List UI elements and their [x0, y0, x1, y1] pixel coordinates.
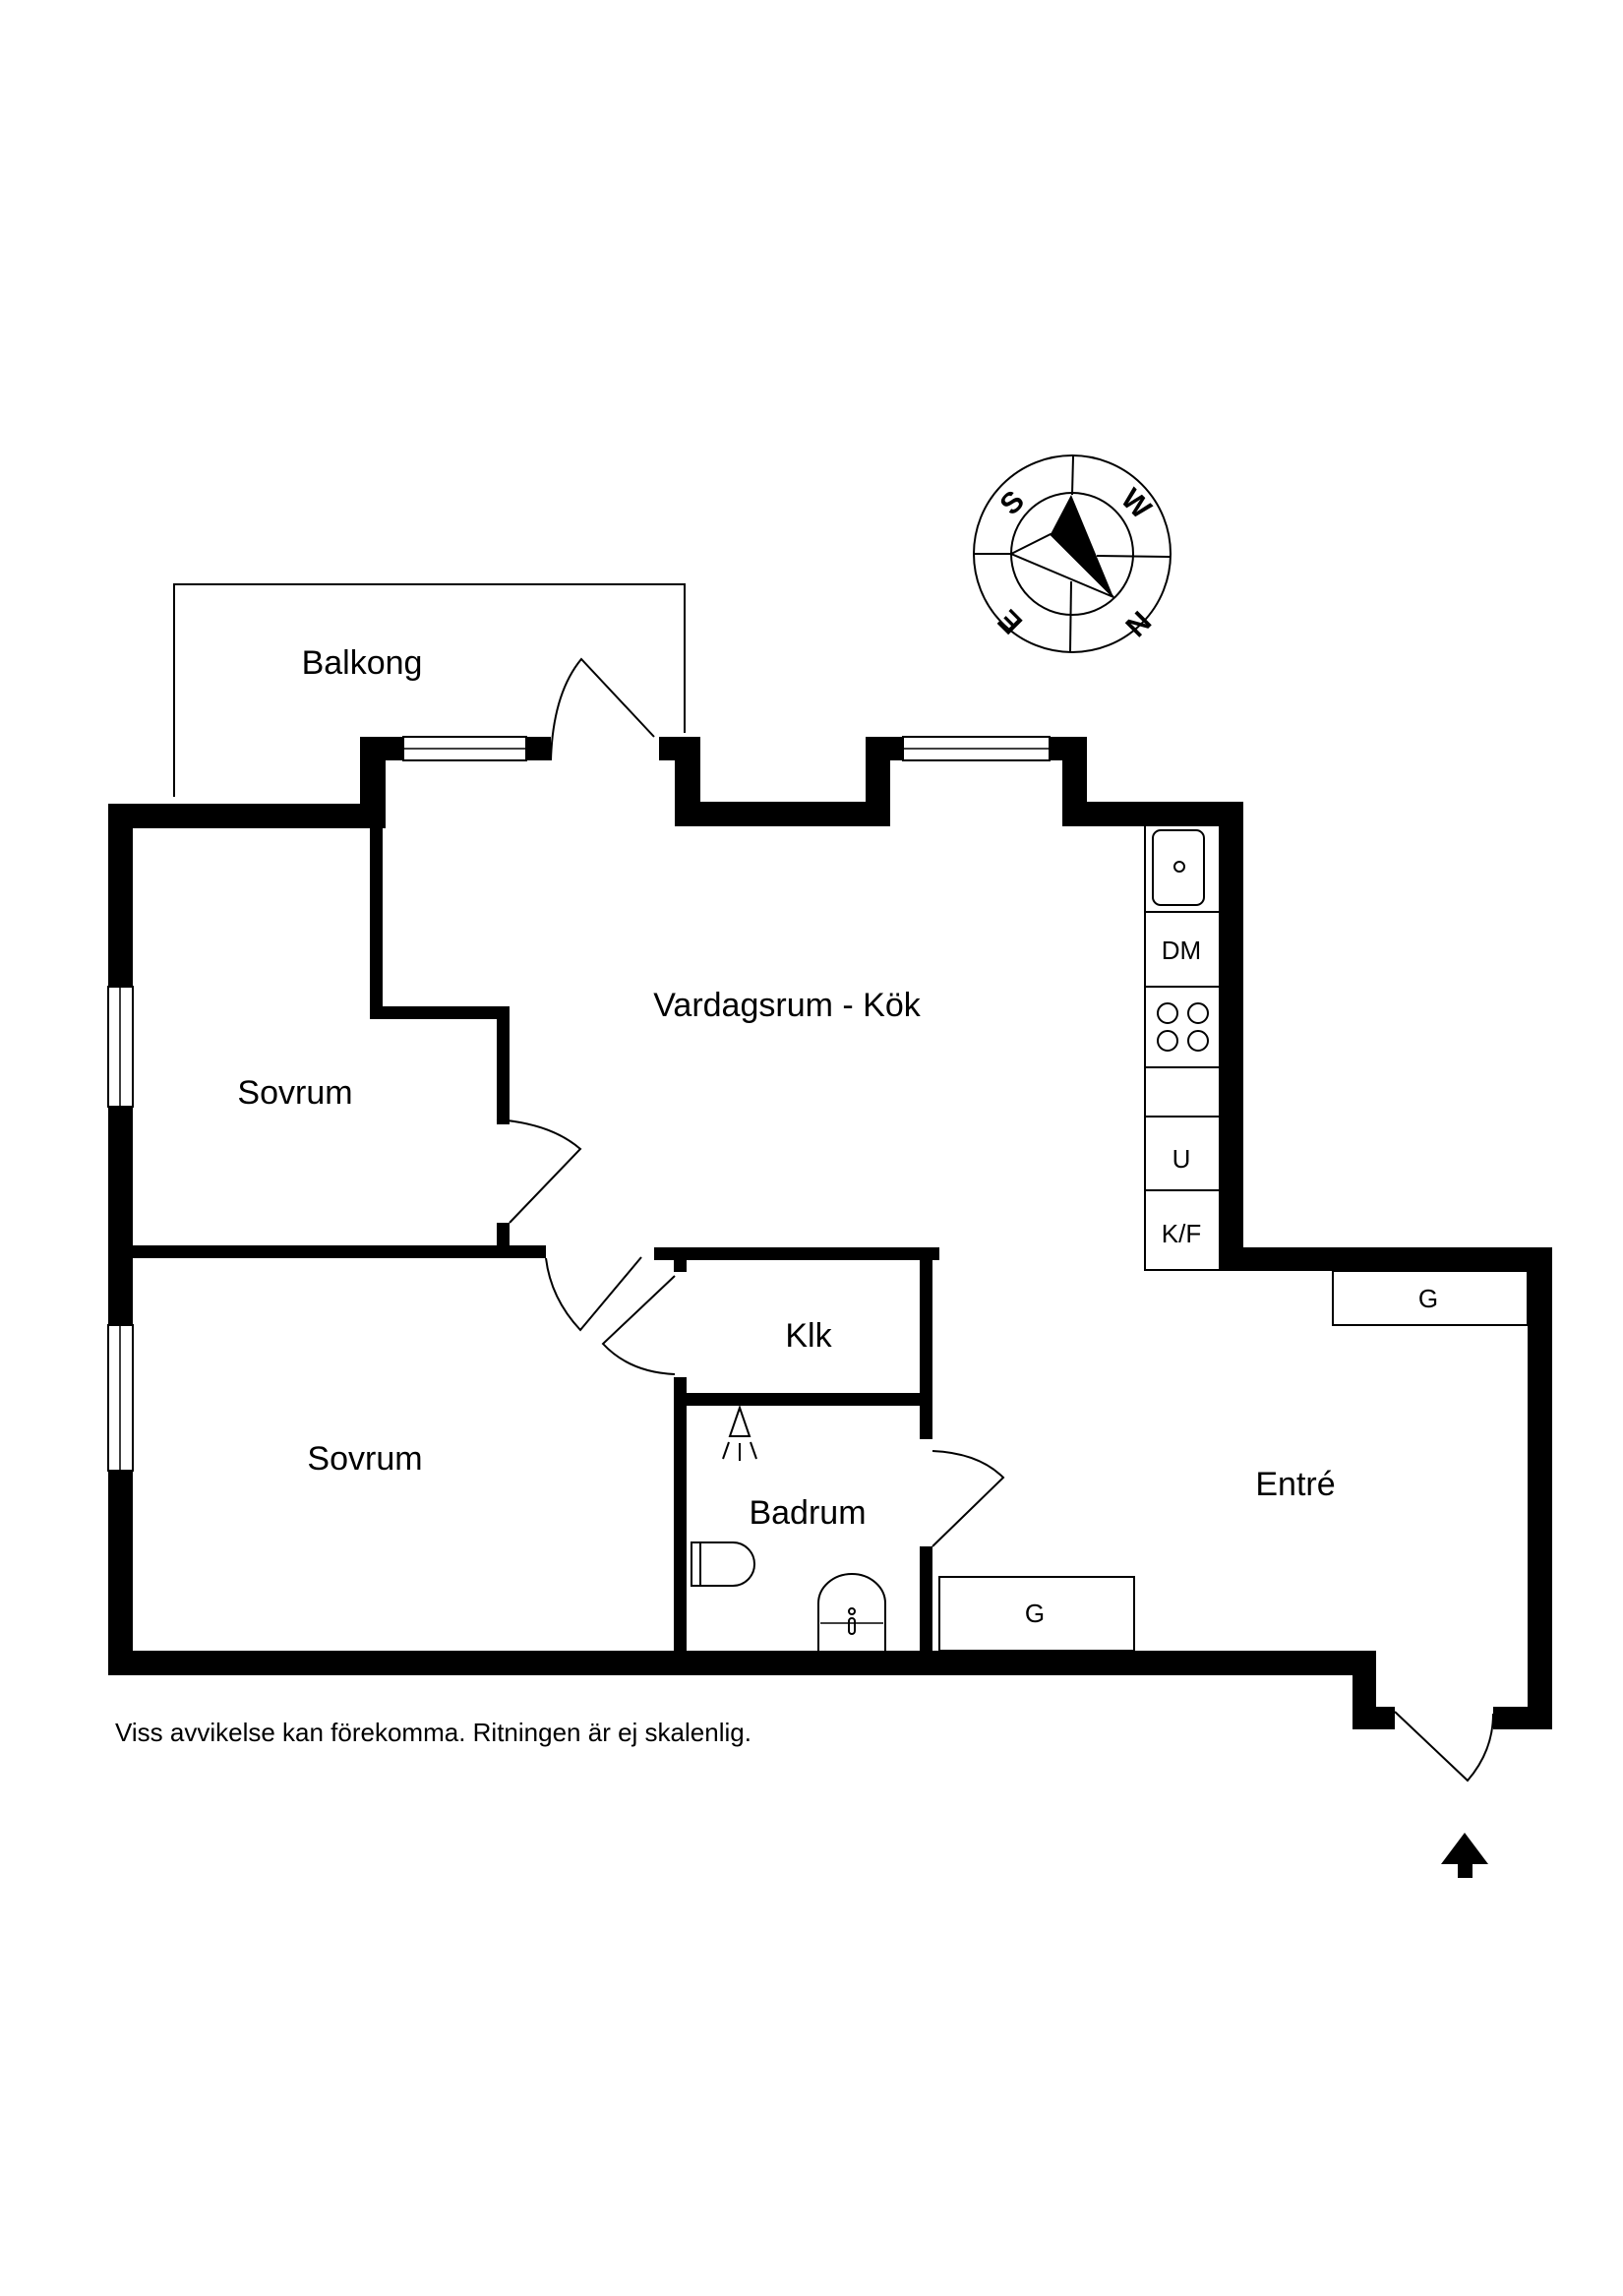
shower-icon: [722, 1404, 757, 1461]
wardrobe-bottom: G: [938, 1576, 1135, 1652]
wardrobe-top: G: [1332, 1270, 1529, 1326]
stove-icon: [1157, 1002, 1209, 1052]
oven-label: U: [1172, 1144, 1191, 1174]
wardrobe-label: G: [1025, 1599, 1045, 1628]
compass-rose-icon: S W E N: [973, 454, 1172, 653]
fridge-freezer-label: K/F: [1162, 1219, 1201, 1248]
disclaimer-text: Viss avvikelse kan förekomma. Ritningen …: [115, 1718, 751, 1747]
sink-icon: [1152, 829, 1205, 906]
compass-letter-w: W: [1114, 483, 1158, 526]
windows: [107, 736, 1051, 1472]
room-label-bedroom-1: Sovrum: [237, 1074, 352, 1112]
balcony: [173, 583, 686, 797]
room-label-bedroom-2: Sovrum: [307, 1440, 422, 1478]
room-label-entrance: Entré: [1255, 1466, 1335, 1503]
compass-letter-e: E: [992, 603, 1029, 639]
room-label-living-kitchen: Vardagsrum - Kök: [653, 987, 921, 1024]
arrow-up-icon: [1441, 1833, 1488, 1878]
wardrobe-label: G: [1418, 1284, 1438, 1313]
kitchen-counter: DM U K/F: [1144, 820, 1221, 1271]
room-label-closet: Klk: [785, 1317, 832, 1355]
room-label-balcony: Balkong: [302, 644, 423, 682]
walls: [108, 737, 1552, 1729]
dishwasher-label: DM: [1162, 936, 1201, 965]
room-label-bathroom: Badrum: [749, 1494, 866, 1532]
washbasin-icon: [817, 1573, 886, 1651]
toilet-icon: [691, 1541, 755, 1587]
doors: [496, 657, 1494, 1782]
